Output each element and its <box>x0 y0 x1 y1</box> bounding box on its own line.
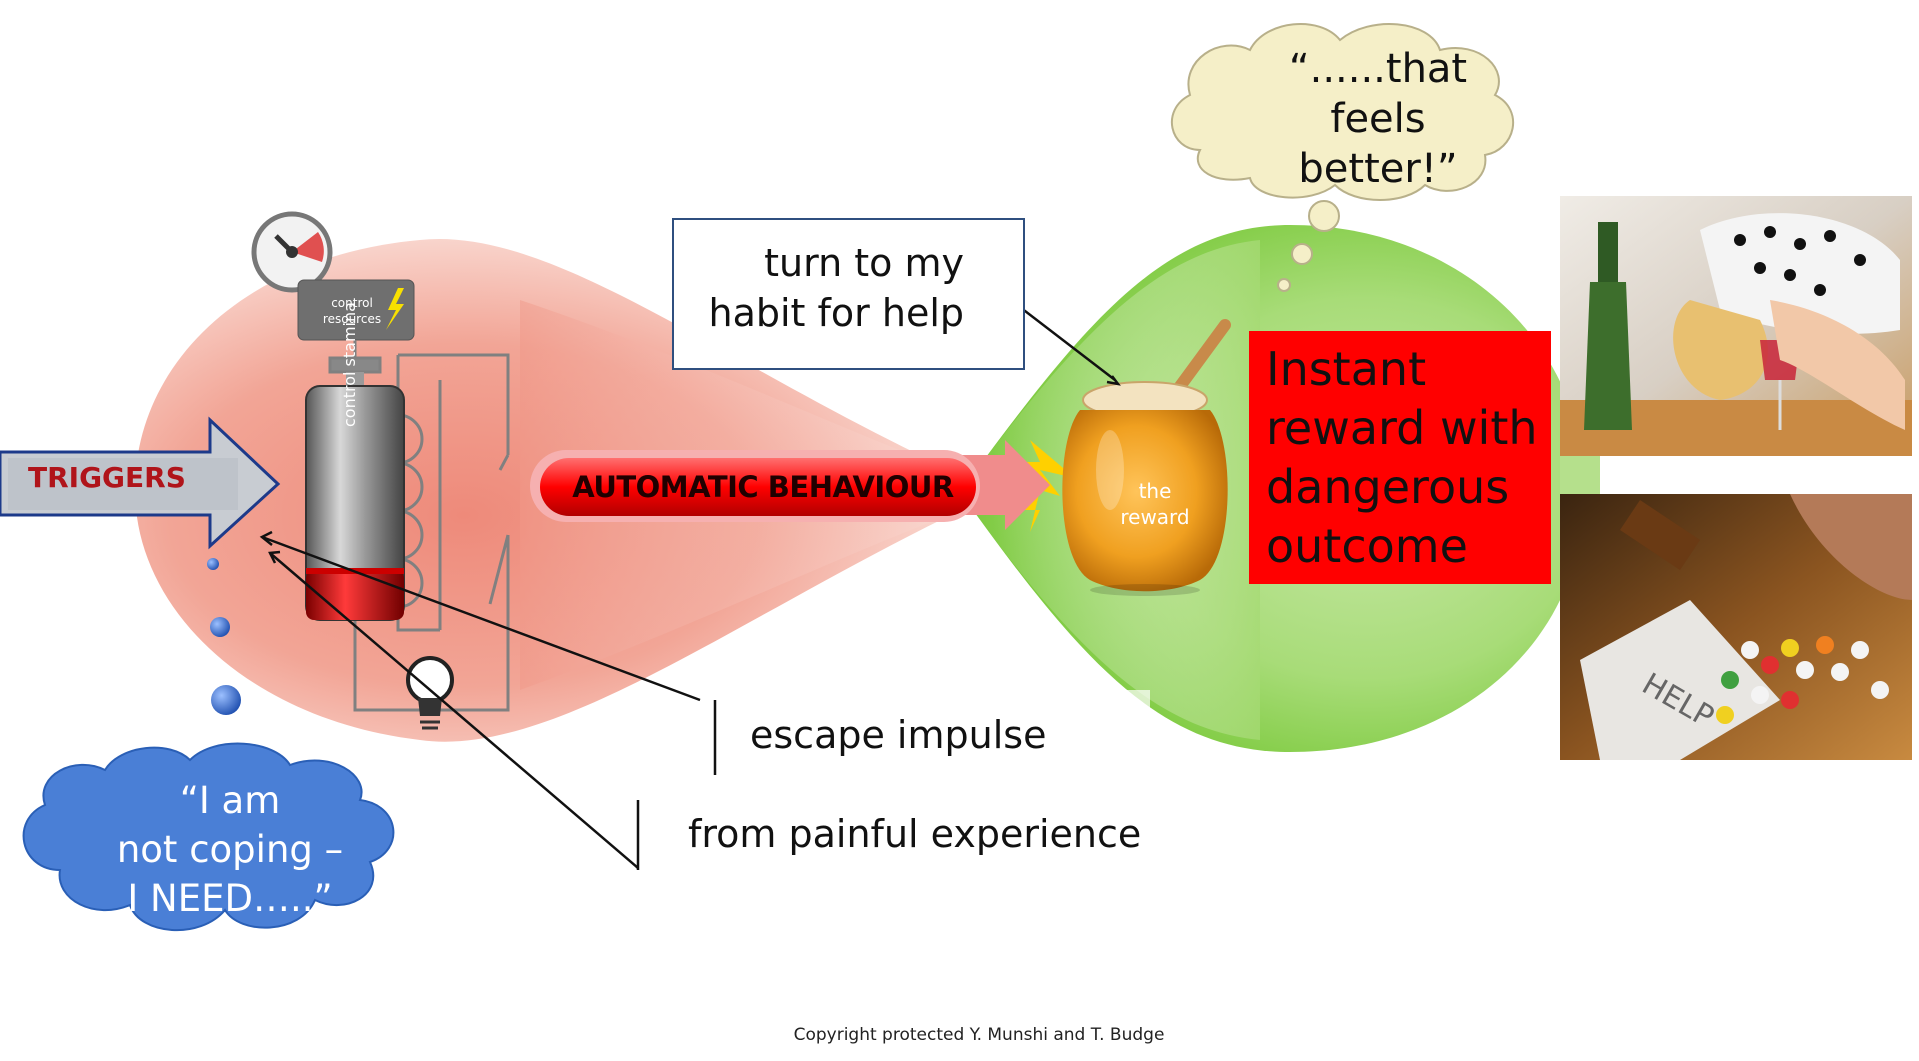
thought-bubble-text: “......that feels better!” <box>1238 44 1518 194</box>
reward-jar-line2: reward <box>1120 505 1190 529</box>
reward-jar-label: the reward <box>1112 478 1198 530</box>
reward-outcome-box <box>1249 331 1551 584</box>
coping-line1: “I am <box>179 779 281 822</box>
reward-outcome-line4: outcome <box>1266 519 1468 573</box>
honey-jar-icon <box>1062 319 1231 596</box>
coping-line2: not coping – <box>116 828 344 871</box>
control-resources-label: control resources <box>302 295 402 327</box>
control-stamina-label: control stamina <box>340 302 359 427</box>
automatic-behaviour-label: AUTOMATIC BEHAVIOUR <box>572 470 954 504</box>
thought-bubble-line1: “......that feels <box>1288 46 1468 142</box>
triggers-label: TRIGGERS <box>28 461 186 494</box>
escape-label-bg <box>720 690 1150 770</box>
triggers-arrow <box>0 416 281 550</box>
thought-bubble-line2: better!” <box>1298 146 1458 192</box>
coping-cloud <box>22 742 395 931</box>
coping-line3: I NEED…..” <box>127 877 333 920</box>
control-resources-line1: control <box>331 296 373 310</box>
pressure-gauge-icon <box>251 211 333 293</box>
spilled-pills-help-note-icon: HELP <box>1560 494 1912 760</box>
reward-outcome-line1: Instant <box>1266 342 1427 396</box>
person-with-wine-bottle-icon <box>1560 196 1912 456</box>
copyright-notice: Copyright protected Y. Munshi and T. Bud… <box>793 1025 1165 1045</box>
habit-callout-text: turn to my habit for help <box>672 238 965 338</box>
bubble-icons <box>207 558 241 715</box>
light-bulb-icon <box>406 656 454 730</box>
reward-outcome-text: Instant reward with dangerous outcome <box>1266 340 1556 576</box>
coping-cloud-text: “I am not coping – I NEED…..” <box>60 776 400 923</box>
habit-callout-box <box>672 218 1025 370</box>
reward-jar-line1: the <box>1138 479 1172 503</box>
reward-outcome-line3: dangerous <box>1266 460 1510 514</box>
habit-callout-line1: turn to my <box>764 241 964 285</box>
pain-label-bg <box>642 795 1192 875</box>
thought-cloud <box>1171 23 1514 292</box>
painful-experience-label: from painful experience <box>688 812 1142 856</box>
escape-impulse-label: escape impulse <box>750 713 1047 757</box>
automatic-behaviour-arrow <box>530 440 1075 532</box>
habit-callout-line2: habit for help <box>708 291 965 335</box>
reward-outcome-line2: reward with <box>1266 401 1538 455</box>
photo-connector <box>1560 456 1600 494</box>
lightning-icon <box>386 288 404 330</box>
control-resources-line2: resources <box>322 312 382 326</box>
